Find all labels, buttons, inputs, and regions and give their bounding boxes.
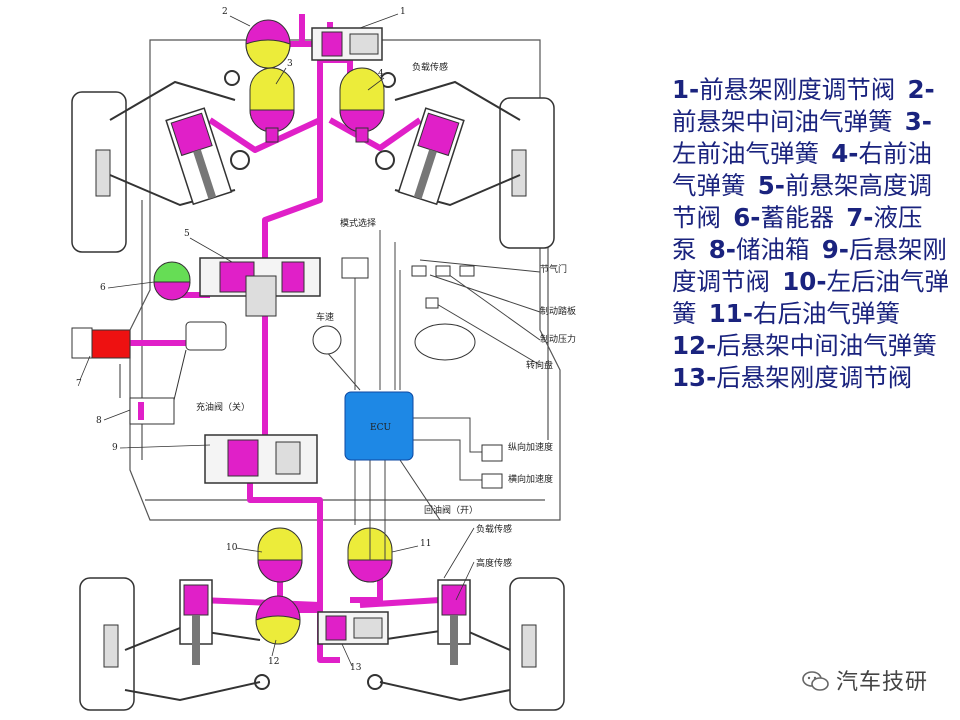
callout-9: 9 [112, 443, 118, 453]
legend-number: 10- [782, 267, 827, 296]
legend-number: 3- [904, 107, 932, 136]
legend: 1-前悬架刚度调节阀 2- 前悬架中间油气弹簧 3- 左前油气弹簧 4-右前油气弹簧… [672, 74, 952, 394]
legend-text: 左前油气弹簧 [672, 139, 819, 168]
legend-number: 4- [831, 139, 859, 168]
legend-number: 11- [708, 299, 754, 328]
callout-numbers: 1 2 3 4 5 6 7 8 9 10 11 12 13 [76, 7, 431, 673]
legend-number: 2- [907, 75, 935, 104]
vehicle-speed-label: 车速 [316, 311, 334, 323]
hydraulic-pump [71, 327, 131, 359]
legend-text: 蓄能器 [760, 203, 834, 232]
brake-pressure-label: 制动压力 [540, 333, 576, 345]
leader-lines [79, 13, 475, 667]
rear-stiffness-valve-9 [204, 434, 318, 484]
legend-number: 8- [708, 235, 736, 264]
callout-10: 10 [226, 543, 238, 553]
front-right-wheel [499, 97, 555, 249]
junction-block [185, 321, 227, 351]
rear-middle-spring [255, 595, 301, 645]
rear-stiffness-valve-13 [317, 611, 389, 645]
callout-7: 7 [76, 379, 82, 389]
legend-text: 液压泵 [672, 203, 923, 264]
rear-right-wheel [509, 577, 565, 711]
legend-text: 前悬架刚度调节阀 [699, 75, 896, 104]
callout-3: 3 [287, 59, 293, 69]
callout-1: 1 [400, 7, 406, 17]
throttle-label: 节气门 [540, 263, 567, 275]
ecu-label: ECU [370, 423, 391, 433]
front-left-cylinder [165, 107, 233, 206]
callout-13: 13 [350, 663, 362, 673]
legend-number: 5- [757, 171, 785, 200]
accumulator [153, 261, 191, 301]
legend-text: 后悬架刚度调节阀 [716, 363, 913, 392]
legend-text: 前悬架中间油气弹簧 [672, 107, 893, 136]
signal-lines [324, 230, 541, 560]
mode-select-label: 模式选择 [340, 217, 376, 229]
legend-number: 1- [672, 75, 700, 104]
suspension-system-diagram: ECU 负载传感 模式选择 节气门 制动踏板 制动压力 转向盘 车速 充油阀（关… [71, 7, 576, 711]
lat-accel-label: 横向加速度 [508, 473, 553, 485]
front-height-valve [199, 257, 321, 317]
rear-right-cylinder [437, 579, 471, 665]
callout-2: 2 [222, 7, 228, 17]
callout-4: 4 [378, 69, 384, 79]
front-right-spring [339, 67, 385, 143]
front-middle-spring [245, 19, 291, 69]
oil-tank [119, 349, 187, 425]
front-left-wheel [71, 91, 127, 253]
callout-5: 5 [184, 229, 190, 239]
front-stiffness-valve [311, 27, 383, 61]
watermark-text: 汽车技研 [835, 670, 928, 695]
legend-number: 6- [733, 203, 761, 232]
watermark: 汽车技研 [802, 664, 928, 696]
sensor-boxes [312, 257, 503, 489]
legend-text: 后悬架刚度调节阀 [672, 235, 947, 296]
front-suspension-arms [109, 70, 521, 207]
legend-number: 9- [821, 235, 849, 264]
legend-text: 右前油气弹簧 [672, 139, 932, 200]
rear-left-spring [257, 527, 303, 583]
steering-wheel-label: 转向盘 [526, 359, 553, 371]
rear-left-wheel [79, 577, 135, 711]
front-left-spring [249, 67, 295, 143]
wechat-icon [802, 671, 829, 691]
front-right-cylinder [397, 107, 465, 206]
legend-text: 储油箱 [735, 235, 810, 264]
load-sensor-rear-label: 负载传感 [476, 523, 512, 535]
callout-12: 12 [268, 657, 279, 667]
callout-6: 6 [100, 283, 106, 293]
legend-text: 前悬架高度调节阀 [672, 171, 932, 232]
brake-pedal-label: 制动踏板 [540, 305, 576, 317]
charge-valve-label: 充油阀（关） [196, 401, 250, 413]
legend-number: 13- [672, 363, 717, 392]
rear-suspension-arms [124, 626, 511, 702]
legend-text: 右后油气弹簧 [753, 299, 901, 328]
load-sensor-front-label: 负载传感 [412, 61, 448, 73]
height-sensor-label: 高度传感 [476, 557, 512, 569]
callout-8: 8 [96, 416, 102, 426]
legend-number: 7- [846, 203, 874, 232]
legend-number: 12- [672, 331, 717, 360]
rear-left-cylinder [179, 579, 213, 665]
return-valve-label: 回油阀（开） [424, 504, 478, 516]
long-accel-label: 纵向加速度 [508, 441, 553, 453]
legend-text: 左后油气弹簧 [672, 267, 950, 328]
callout-11: 11 [420, 539, 431, 549]
ecu-box [344, 391, 414, 461]
legend-text: 后悬架中间油气弹簧 [716, 331, 937, 360]
